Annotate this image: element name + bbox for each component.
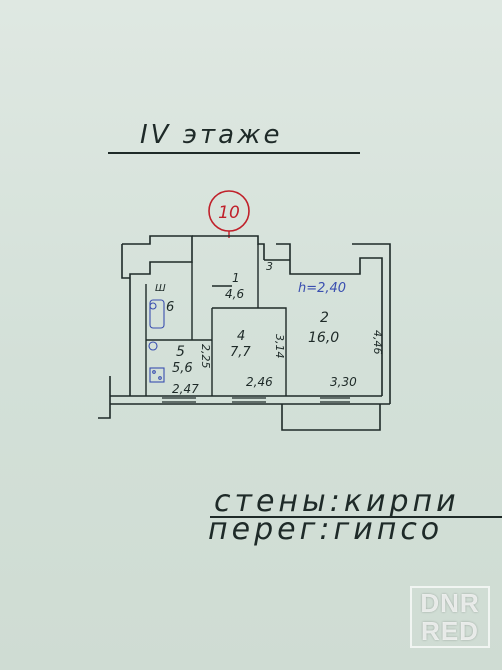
partitions — [145, 244, 290, 396]
window-marks — [162, 397, 350, 403]
sanitary-fixtures — [148, 299, 165, 383]
room-4-number: 4 — [237, 329, 245, 344]
watermark-logo: DNR RED — [410, 586, 490, 648]
watermark-line-2: RED — [421, 616, 479, 646]
watermark-frame — [410, 586, 490, 648]
walls-note: стены:кирпи — [214, 484, 460, 519]
dimension-5: 4,46 — [371, 330, 384, 355]
apartment-number: 10 — [218, 203, 240, 223]
room-5-area: 5,6 — [172, 361, 193, 376]
partitions-note: перег:гипсо — [208, 512, 444, 547]
room-4-area: 7,7 — [230, 345, 251, 360]
room-2-area: 16,0 — [308, 330, 339, 346]
floor-title: IV этаже — [140, 120, 283, 150]
room-1-number: 1 — [232, 271, 240, 285]
room-3-number: 3 — [266, 260, 273, 273]
room-2-number: 2 — [320, 310, 329, 326]
dimension-1: 2,47 — [172, 382, 199, 396]
dimension-4: 3,14 — [273, 334, 286, 359]
notes-underline — [210, 516, 502, 518]
dimension-3: 3,30 — [330, 375, 357, 389]
dimension-2: 2,46 — [246, 375, 273, 389]
ceiling-height-label: h=2,40 — [298, 281, 346, 296]
watermark-line-1: DNR — [420, 588, 480, 618]
fixture-label: Ш — [155, 283, 166, 294]
room-1-area: 4,6 — [225, 287, 244, 301]
title-underline — [108, 152, 360, 154]
dimension-6: 2,25 — [199, 344, 212, 369]
room-6-number: 6 — [166, 300, 174, 315]
room-5-number: 5 — [176, 344, 185, 360]
